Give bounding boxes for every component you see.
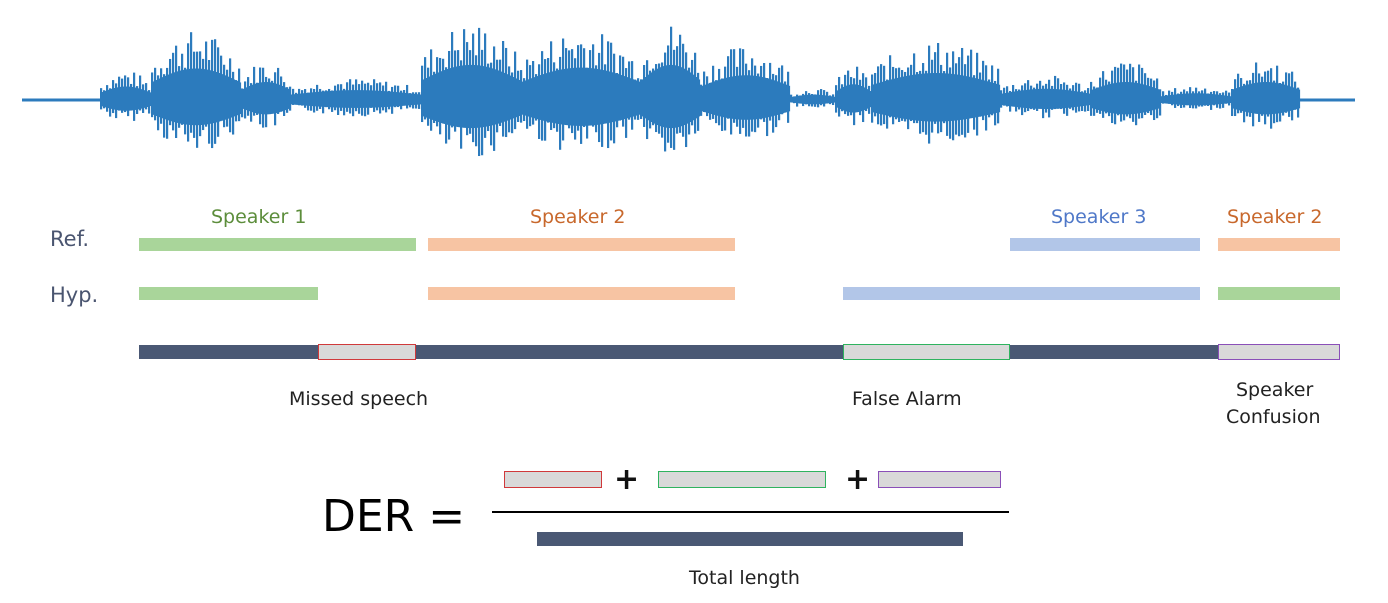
ref-speaker-2-segment-second	[1218, 238, 1340, 251]
speaker-2-label-second: Speaker 2	[1227, 206, 1323, 228]
fraction-line	[492, 511, 1009, 513]
timeline-bar	[139, 345, 1340, 359]
total-length-label: Total length	[689, 567, 800, 589]
speaker-1-label: Speaker 1	[211, 206, 307, 228]
hyp-speaker-1-segment-confused	[1218, 287, 1340, 300]
speaker-confusion-label-line1: Speaker	[1236, 379, 1314, 401]
hyp-speaker-1-segment	[139, 287, 318, 300]
speaker-3-label: Speaker 3	[1051, 206, 1147, 228]
missed-speech-label: Missed speech	[289, 388, 429, 410]
hyp-speaker-3-segment	[843, 287, 1200, 300]
plus-sign-1: +	[614, 462, 640, 497]
numerator-confusion-box	[878, 471, 1001, 488]
false-alarm-label: False Alarm	[852, 388, 962, 410]
der-formula-lhs: DER =	[322, 491, 466, 542]
ref-speaker-1-segment	[139, 238, 416, 251]
speaker-2-label: Speaker 2	[530, 206, 626, 228]
false-alarm-box	[843, 344, 1010, 360]
speaker-confusion-label-line2: Confusion	[1226, 406, 1321, 428]
numerator-missed-box	[504, 471, 602, 488]
ref-speaker-3-segment	[1010, 238, 1200, 251]
denominator-total-bar	[537, 532, 963, 546]
numerator-false-alarm-box	[658, 471, 826, 488]
missed-speech-box	[318, 344, 416, 360]
plus-sign-2: +	[845, 462, 871, 497]
speaker-confusion-box	[1218, 344, 1340, 360]
audio-waveform	[22, 26, 1355, 157]
hyp-row-label: Hyp.	[50, 283, 99, 307]
ref-row-label: Ref.	[50, 227, 90, 251]
ref-speaker-2-segment	[428, 238, 735, 251]
hyp-speaker-2-segment	[428, 287, 735, 300]
